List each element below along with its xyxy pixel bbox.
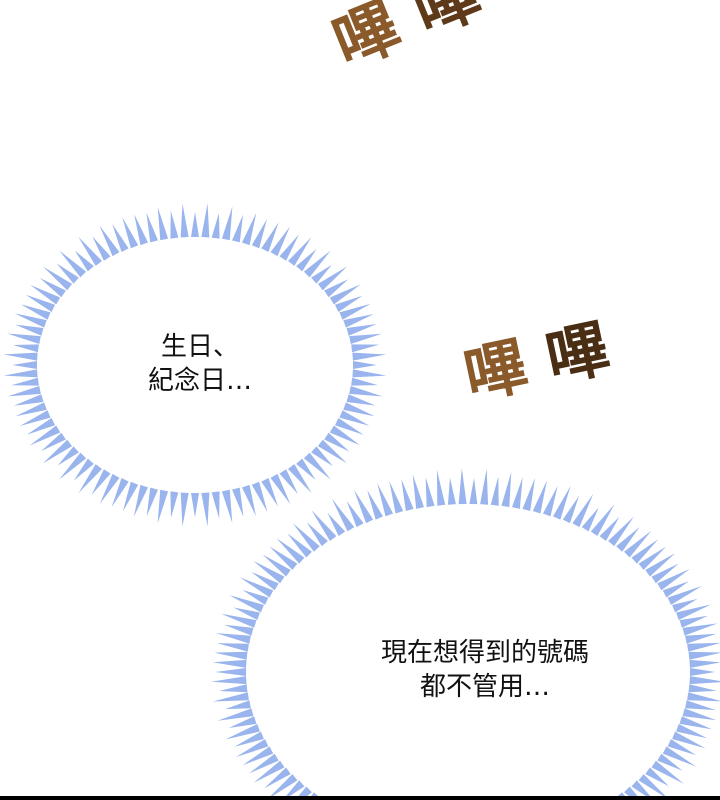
bubble-line: 都不管用… [419,672,550,702]
thought-bubble-text-1: 生日、 紀念日… [120,330,280,398]
bubble-line: 現在想得到的號碼 [380,638,589,668]
panel-border [0,796,720,800]
bubble-line: 紀念日… [147,366,252,396]
thought-bubble-text-2: 現在想得到的號碼 都不管用… [335,636,635,704]
bubble-line: 生日、 [160,332,239,362]
